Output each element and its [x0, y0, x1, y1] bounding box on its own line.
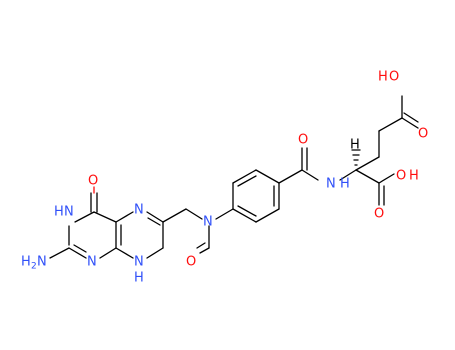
n1-c8a-bond [99, 247, 117, 259]
c2-n1-bond [68, 247, 87, 259]
benz-bond-2 [232, 169, 257, 184]
cformyl-o-double [196, 242, 206, 249]
c4a-n5-bond [115, 211, 134, 223]
label-n3: N [64, 205, 74, 220]
benz-bond-5 [255, 208, 280, 223]
benzene-ring [215, 169, 280, 223]
label-h-stereo: H [350, 138, 360, 153]
n5-c6-double [147, 217, 161, 226]
label-o-acid: O [374, 207, 384, 222]
benz-camide-bond [278, 169, 303, 184]
label-n8: N [134, 255, 144, 270]
calpha-cbeta-bond [355, 156, 380, 171]
camide-n-bond [301, 169, 319, 181]
c4a-c4-bond [93, 211, 117, 223]
benz-bond-2-double [237, 175, 257, 187]
label-h-amino: H [21, 255, 31, 270]
cdelta-o-bond [401, 117, 419, 129]
pteridine-ring-right [115, 208, 203, 259]
label-amino-sub: 2 [31, 262, 37, 272]
c2-nh2-bond [49, 247, 70, 259]
benz-bond-6-double [237, 205, 257, 217]
label-n-amino: N [37, 255, 47, 270]
n5-c6-bond [146, 211, 164, 223]
cgamma-cdelta-bond [378, 117, 403, 132]
c7-n8-bond [146, 247, 164, 259]
calpha-cacid-bond [355, 169, 380, 184]
n8-c8a-bond [115, 247, 134, 259]
cacid-oh-bond [378, 173, 395, 184]
c6-ch2-bond [162, 208, 187, 223]
ch2-n10-bond [185, 208, 203, 220]
label-o-oh-right: O [396, 169, 406, 184]
cdelta-o-double [403, 112, 419, 123]
formyl-group [196, 225, 210, 254]
pteridine-ring-left [49, 186, 122, 259]
glutamate-chain [339, 95, 419, 206]
cformyl-o-bond [199, 247, 210, 254]
n10-benz-bond [215, 208, 234, 220]
label-n5: N [134, 203, 144, 218]
label-o-pteridine: O [88, 174, 98, 189]
c2-n1-double [73, 244, 87, 253]
stereo-hash [351, 149, 361, 166]
label-h-amide: H [340, 177, 350, 192]
label-o-top: O [418, 127, 428, 142]
amide-group [278, 147, 319, 184]
label-n-amide: N [326, 177, 336, 192]
label-h-oh-right: H [409, 169, 419, 184]
benz-bond-3 [255, 169, 280, 184]
label-h-n8: H [134, 271, 144, 286]
label-h-n3: H [54, 205, 64, 220]
label-o-amide: O [298, 133, 308, 148]
label-o-oh-top: O [389, 70, 399, 85]
benz-bond-6 [232, 208, 257, 223]
label-n1: N [87, 255, 97, 270]
n-calpha-bond [339, 169, 357, 181]
label-o-formyl: O [186, 255, 196, 270]
label-n10: N [203, 215, 213, 230]
label-h-oh-top: H [378, 70, 388, 85]
atom-labels: O H N H 2 N N N H N N O O N H H H O O O … [21, 70, 428, 286]
c4-n3-bond [74, 211, 95, 223]
